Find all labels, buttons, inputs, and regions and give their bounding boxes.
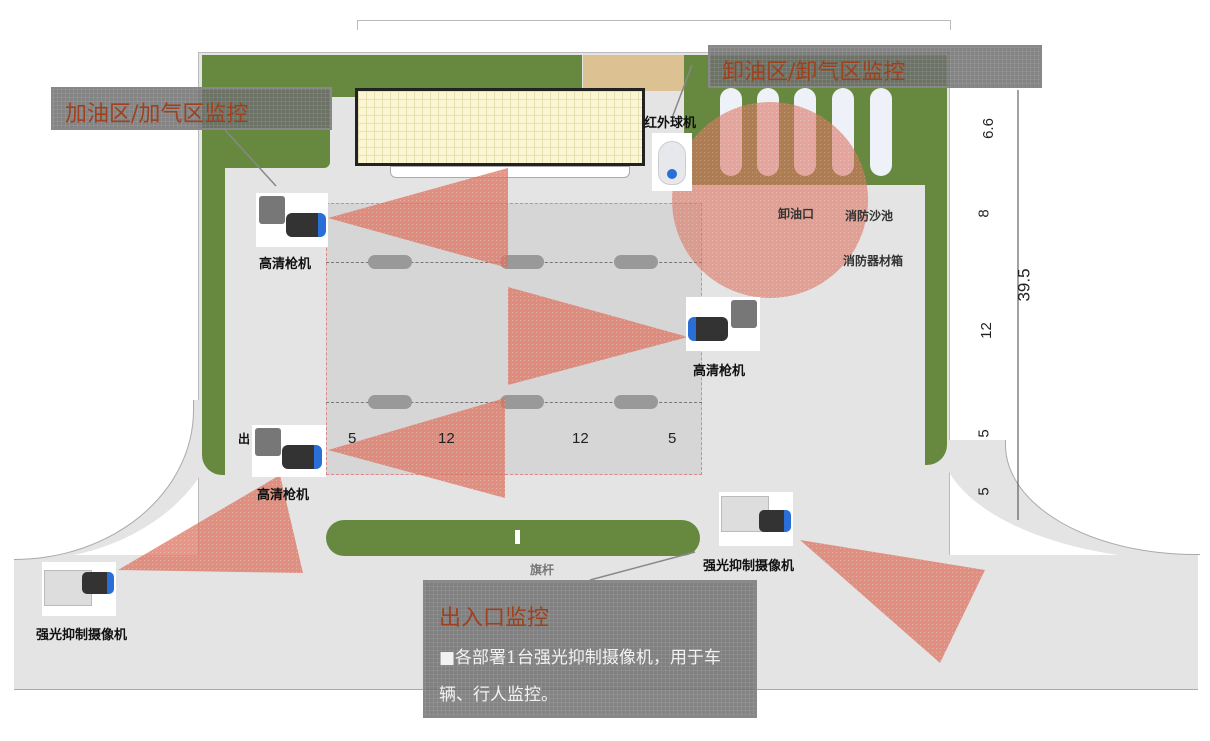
hd-badge-icon <box>731 300 757 328</box>
glare2-coverage <box>800 540 985 663</box>
entrance-callout-leader <box>589 551 696 581</box>
sand-area <box>583 55 698 91</box>
dome-lens-icon <box>667 169 677 179</box>
pump <box>500 255 544 269</box>
dim-bottom-3: 12 <box>572 430 589 447</box>
camera-lens-icon <box>282 445 322 469</box>
dim-bottom-1: 5 <box>348 430 357 447</box>
flagpole-label: 旗杆 <box>530 563 555 577</box>
unload-port-label: 卸油口 <box>778 207 815 221</box>
dim-right-3: 12 <box>977 322 995 339</box>
station-building <box>355 88 645 166</box>
flagpole <box>515 530 520 544</box>
dim-bottom-4: 5 <box>668 430 677 447</box>
hd-badge-icon <box>259 196 285 224</box>
dim-bottom-2: 12 <box>438 430 455 447</box>
ir-dome-camera-icon[interactable] <box>652 133 692 191</box>
entrance-callout-title: 出入口监控 <box>439 606 550 631</box>
hd-badge-icon <box>255 428 281 456</box>
pump <box>614 395 658 409</box>
entrance-callout-body: ■各部署1台强光抑制摄像机，用于车辆、行人监控。 <box>439 648 721 705</box>
exit-label: 出 <box>238 432 251 446</box>
sand-pool-label: 消防沙池 <box>845 209 894 223</box>
fuel-area-callout: 加油区/加气区监控 <box>51 87 332 130</box>
canopy-edge <box>390 166 630 178</box>
dim-right-4: 5 <box>975 429 993 438</box>
camera-lens-icon <box>759 510 791 532</box>
hd-camera-label-1: 高清枪机 <box>259 257 312 272</box>
camera-lens-icon <box>286 213 326 237</box>
dim-right-5: 5 <box>975 487 993 496</box>
grass-right <box>925 55 947 465</box>
hd1-coverage <box>328 168 508 268</box>
glare-camera-icon[interactable] <box>42 562 116 616</box>
glare1-coverage <box>118 475 303 573</box>
entrance-callout: 出入口监控 ■各部署1台强光抑制摄像机，用于车辆、行人监控。 <box>423 580 757 718</box>
unload-area-callout-title: 卸油区/卸气区监控 <box>722 60 906 85</box>
unload-area-callout: 卸油区/卸气区监控 <box>708 45 1042 88</box>
hd-camera-label-2: 高清枪机 <box>693 364 746 379</box>
tank <box>870 88 892 176</box>
hd-camera-label-3: 高清枪机 <box>257 488 310 503</box>
hd-camera-icon[interactable] <box>256 193 328 247</box>
ir-dome-camera-label: 红外球机 <box>644 116 697 131</box>
fuel-callout-leader <box>224 129 277 187</box>
camera-lens-icon <box>688 317 728 341</box>
glare-camera-icon[interactable] <box>719 492 793 546</box>
camera-lens-icon <box>82 572 114 594</box>
fuel-area-callout-title: 加油区/加气区监控 <box>65 102 249 127</box>
hd-camera-icon[interactable] <box>252 425 326 477</box>
median-island <box>326 520 700 556</box>
dim-right-2: 8 <box>975 209 993 218</box>
pump <box>368 395 412 409</box>
dome-coverage <box>672 102 868 298</box>
pump <box>614 255 658 269</box>
dim-total: 39.5 <box>1014 268 1034 302</box>
pump <box>500 395 544 409</box>
glare-camera-label-2: 强光抑制摄像机 <box>703 559 795 574</box>
glare-camera-label-1: 强光抑制摄像机 <box>36 628 128 643</box>
hd-camera-icon[interactable] <box>686 297 760 351</box>
equipment-box-label: 消防器材箱 <box>843 254 904 268</box>
dim-right-1: 6.6 <box>979 118 997 139</box>
hd3-coverage <box>328 398 505 498</box>
dimension-line-top <box>357 20 951 30</box>
pump <box>368 255 412 269</box>
hd2-coverage <box>508 287 688 385</box>
unload-callout-leader <box>671 64 693 119</box>
